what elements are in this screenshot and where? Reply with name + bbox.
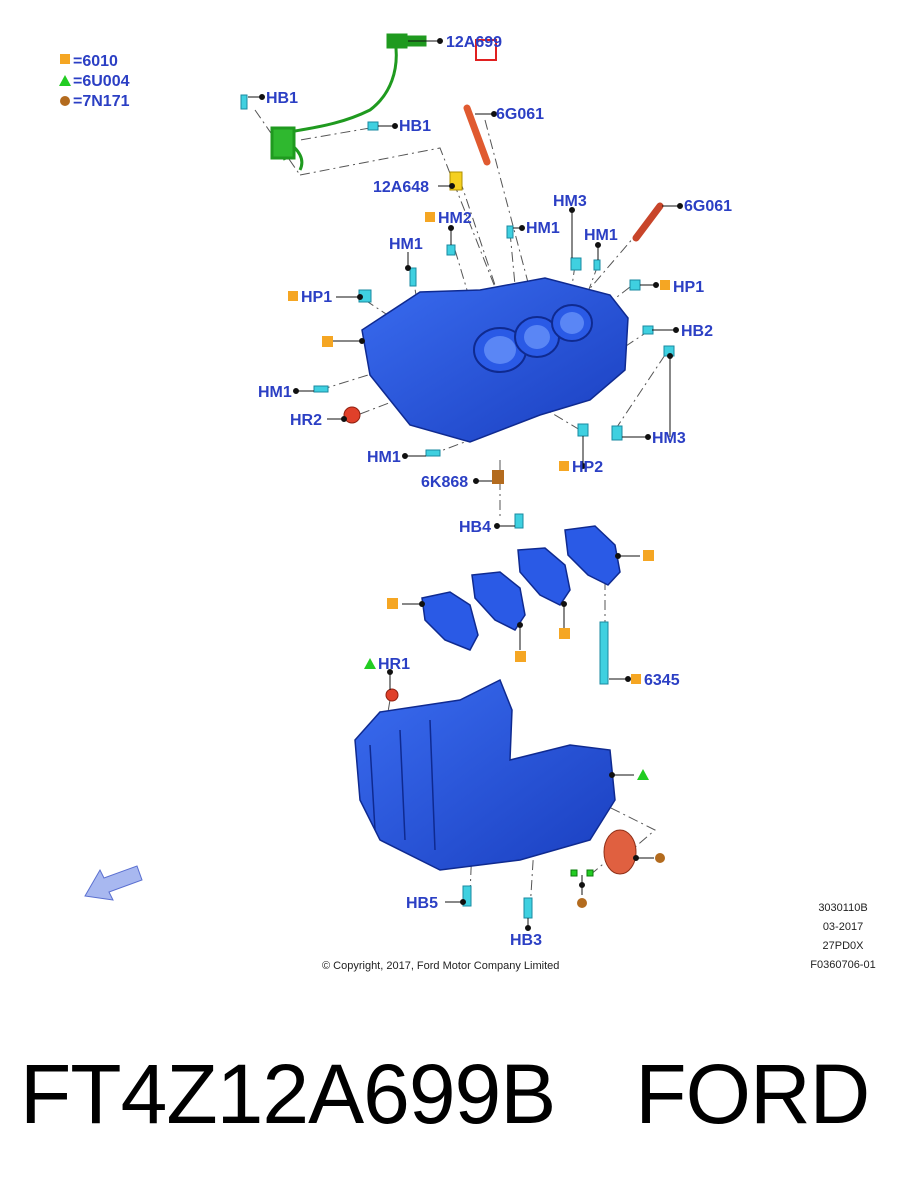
square-icon	[631, 674, 641, 684]
label-hm1-a: HM1	[389, 236, 423, 253]
brand-name: FORD	[635, 1047, 870, 1141]
svg-text:F0360706-01: F0360706-01	[810, 959, 875, 971]
legend-6u004: =6U004	[73, 73, 130, 90]
circle-icon	[60, 96, 70, 106]
copyright-notice: © Copyright, 2017, Ford Motor Company Li…	[322, 960, 559, 972]
label-6k868: 6K868	[421, 474, 468, 491]
label-hb5: HB5	[406, 895, 438, 912]
square-icon	[387, 598, 398, 609]
legend: =6010 =6U004 =7N171	[59, 53, 130, 110]
triangle-icon	[364, 658, 376, 669]
label-hb1-a: HB1	[266, 90, 298, 107]
highlight-box	[475, 39, 497, 61]
label-hb4: HB4	[459, 519, 491, 536]
legend-6010: =6010	[73, 53, 118, 70]
triangle-icon	[59, 75, 71, 86]
square-icon	[60, 54, 70, 64]
footer-title: FT4Z12A699B FORD	[20, 1047, 870, 1141]
square-icon	[515, 651, 526, 662]
label-hr1: HR1	[378, 656, 410, 673]
label-hm2: HM2	[438, 210, 472, 227]
view-direction-arrow-icon	[84, 865, 143, 901]
label-hb2: HB2	[681, 323, 713, 340]
label-hm1-b: HM1	[526, 220, 560, 237]
plug-hr1	[385, 688, 399, 702]
bearing-caps	[421, 525, 621, 651]
green-fittings	[570, 869, 594, 877]
drawing-stamp: 3030110B 03-2017 27PD0X F0360706-01	[810, 902, 875, 971]
label-hp2: HP2	[572, 459, 603, 476]
label-12a648: 12A648	[373, 179, 429, 196]
square-icon	[559, 628, 570, 639]
square-icon	[559, 461, 569, 471]
callout-leaders	[248, 38, 683, 931]
square-icon	[288, 291, 298, 301]
label-hm1-e: HM1	[367, 449, 401, 466]
label-6g061-a: 6G061	[496, 106, 544, 123]
label-hp1-b: HP1	[673, 279, 704, 296]
label-hr2: HR2	[290, 412, 322, 429]
label-hm3-b: HM3	[652, 430, 686, 447]
square-icon	[643, 550, 654, 561]
svg-text:3030110B: 3030110B	[818, 902, 867, 914]
label-hm1-d: HM1	[258, 384, 292, 401]
label-hm1-c: HM1	[584, 227, 618, 244]
fasteners	[240, 94, 675, 919]
rods	[463, 104, 664, 242]
bolt-6345	[599, 621, 609, 685]
svg-text:03-2017: 03-2017	[823, 921, 863, 933]
label-12a699: 12A699	[446, 34, 502, 51]
square-icon	[660, 280, 670, 290]
label-hm3-a: HM3	[553, 193, 587, 210]
label-6g061-b: 6G061	[684, 198, 732, 215]
cover-plate	[603, 829, 637, 875]
svg-text:27PD0X: 27PD0X	[823, 940, 865, 952]
label-hb1-b: HB1	[399, 118, 431, 135]
upper-engine-block	[361, 277, 629, 443]
circle-icon	[577, 898, 587, 908]
triangle-icon	[637, 769, 649, 780]
lower-engine-block	[354, 678, 616, 871]
callout-symbols	[288, 212, 670, 908]
part-6k868	[492, 470, 504, 484]
label-hb3: HB3	[510, 932, 542, 949]
square-icon	[322, 336, 333, 347]
plug-hr2	[343, 406, 361, 424]
callout-labels: 12A699 HB1 HB1 6G061 12A648 HM2 HM1 HM1 …	[258, 34, 732, 949]
legend-7n171: =7N171	[73, 93, 130, 110]
exploded-engine-block-diagram: =6010 =6U004 =7N171	[59, 33, 876, 972]
part-number: FT4Z12A699B	[20, 1047, 556, 1141]
label-6345: 6345	[644, 672, 680, 689]
label-hp1-a: HP1	[301, 289, 332, 306]
square-icon	[425, 212, 435, 222]
circle-icon	[655, 853, 665, 863]
